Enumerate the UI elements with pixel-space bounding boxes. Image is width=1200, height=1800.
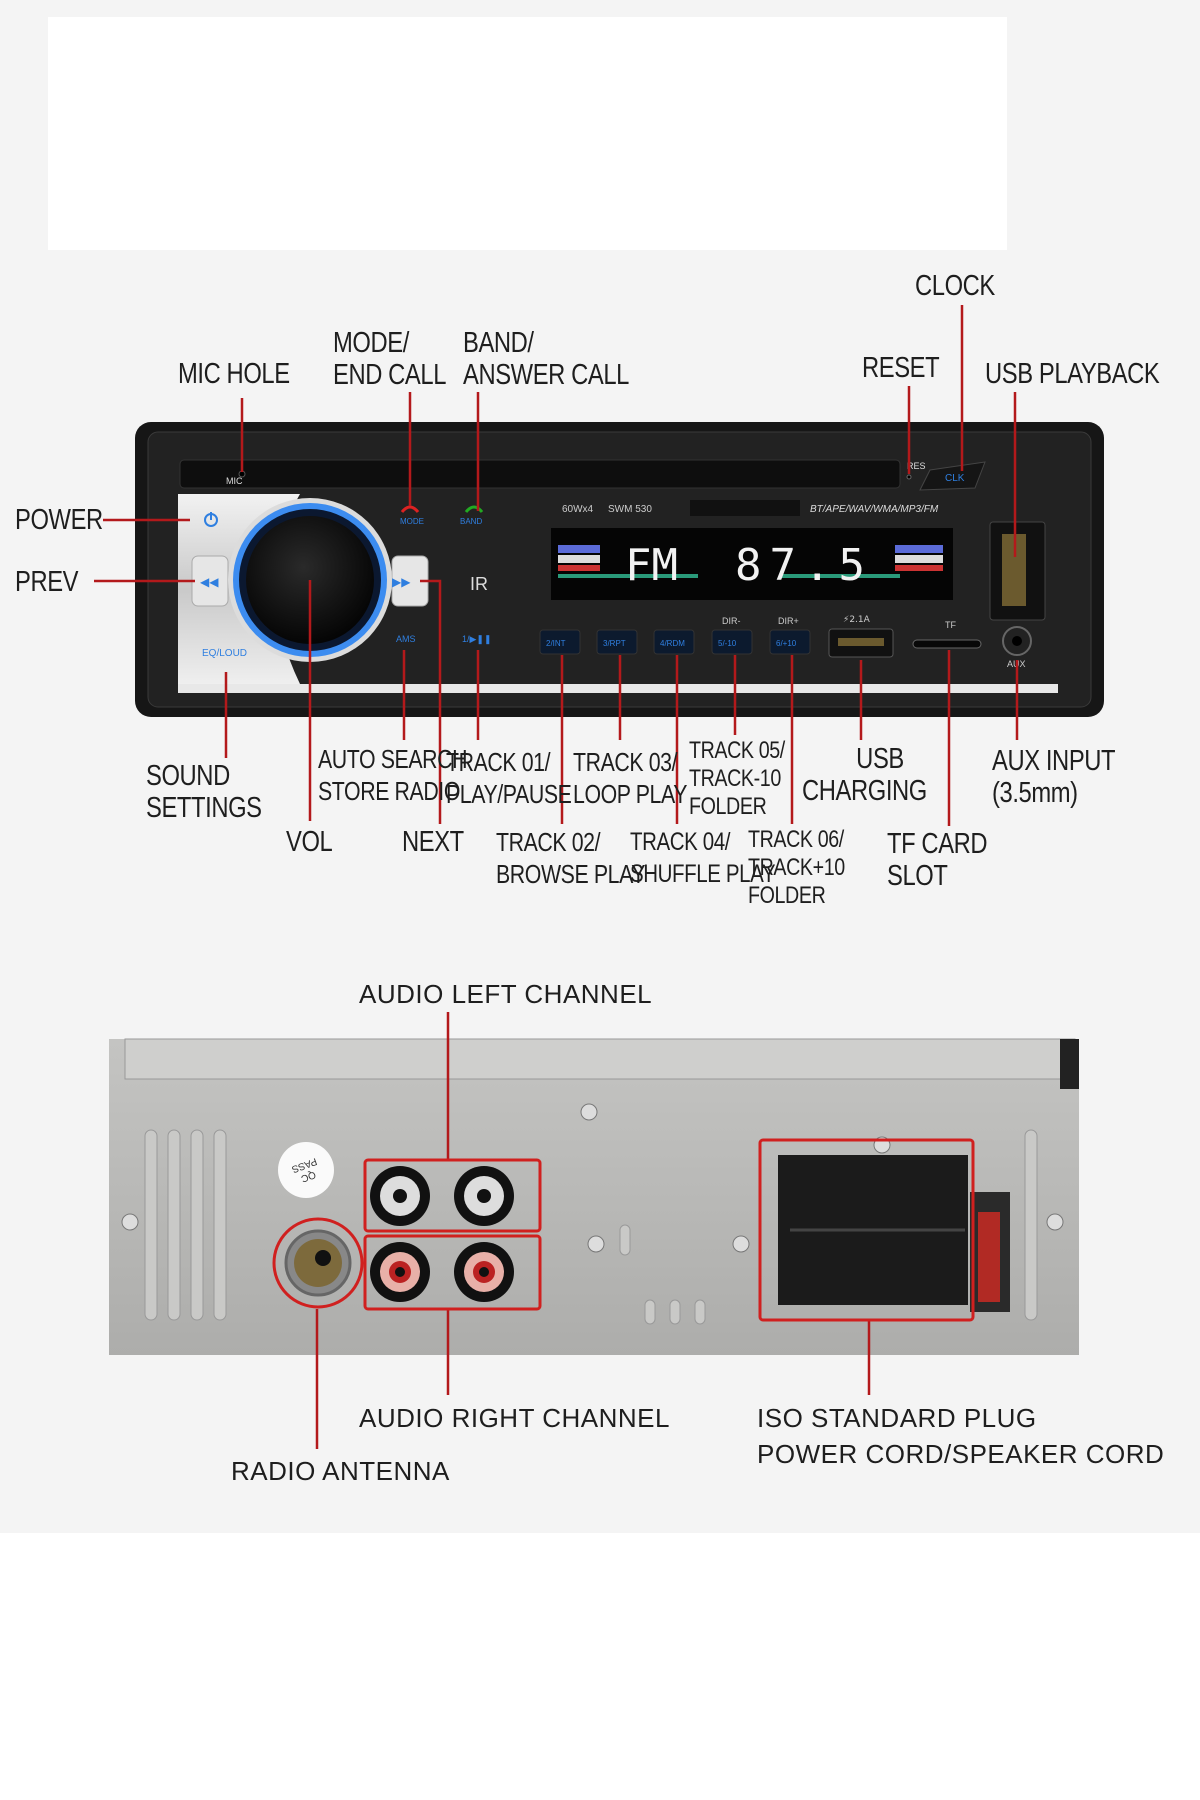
mic-label: MIC <box>226 476 243 486</box>
label-radio-antenna: RADIO ANTENNA <box>231 1456 450 1486</box>
clk-label: CLK <box>945 473 965 484</box>
label-next: NEXT <box>402 826 464 858</box>
clk-button <box>919 461 986 491</box>
eq-loud-label: EQ/LOUD <box>202 648 247 659</box>
lcd-band: FM <box>625 540 678 591</box>
button-6-plus10: 6/+10 <box>776 639 797 648</box>
label-audio-right-channel: AUDIO RIGHT CHANNEL <box>359 1403 670 1433</box>
eq-bars-right <box>780 545 943 578</box>
tf-card-slot <box>912 639 982 649</box>
label-power: POWER <box>15 504 103 536</box>
end-call-icon <box>400 505 420 513</box>
button-5-minus10: 5/-10 <box>718 639 737 648</box>
svg-text:QC: QC <box>299 1168 317 1183</box>
lcd-display <box>551 528 953 600</box>
label-mic-hole: MIC HOLE <box>178 358 290 390</box>
front-trim <box>178 684 1058 693</box>
button-4-rdm: 4/RDM <box>660 639 685 648</box>
tf-label: TF <box>945 620 956 630</box>
preset-buttons <box>539 629 811 655</box>
label-track02: TRACK 02/BROWSE PLAY <box>496 827 646 889</box>
button-2-int: 2/INT <box>546 639 566 648</box>
answer-call-icon <box>464 505 484 513</box>
reset-hole <box>906 474 912 480</box>
disc-slot <box>179 459 901 489</box>
highlight-antenna <box>272 1217 364 1309</box>
label-band-answer-call: BAND/ANSWER CALL <box>463 327 629 391</box>
model-label: SWM 530 <box>608 504 652 515</box>
label-audio-left-channel: AUDIO LEFT CHANNEL <box>359 979 653 1009</box>
dir-plus-label: DIR+ <box>778 616 799 626</box>
res-label: RES <box>907 461 926 471</box>
label-usb-playback: USB PLAYBACK <box>985 358 1160 390</box>
play-pause-label: 1/▶❚❚ <box>462 634 492 645</box>
label-track03: TRACK 03/LOOP PLAY <box>573 747 688 809</box>
ams-label: AMS <box>396 634 416 644</box>
next-icon: ▶▶ <box>392 575 411 589</box>
usb-rating-label: ⚡2.1A <box>843 615 871 625</box>
label-track04: TRACK 04/SHUFFLE PLAY <box>630 828 776 888</box>
power-spec-label: 60Wx4 <box>562 504 594 515</box>
prev-icon: ◀◀ <box>200 575 219 589</box>
rca-jacks-right-channel <box>370 1242 514 1302</box>
highlight-iso-plug <box>758 1138 975 1322</box>
mode-label: MODE <box>400 517 424 526</box>
power-icon <box>204 512 218 527</box>
eq-bars-left <box>558 545 698 578</box>
label-reset: RESET <box>862 352 940 384</box>
highlight-audio-right <box>363 1234 542 1311</box>
lcd-frequency: 87.5 <box>735 540 873 591</box>
label-mode-end-call: MODE/END CALL <box>333 327 447 391</box>
iso-connector <box>778 1155 1010 1312</box>
formats-label: BT/APE/WAV/WMA/MP3/FM <box>810 504 939 515</box>
dir-minus-label: DIR- <box>722 616 741 626</box>
label-prev: PREV <box>15 566 79 598</box>
highlight-audio-left <box>363 1158 542 1233</box>
label-vol: VOL <box>286 826 333 858</box>
label-aux-input: AUX INPUT(3.5mm) <box>992 745 1116 809</box>
band-label: BAND <box>460 517 482 526</box>
antenna-socket <box>284 1229 352 1297</box>
button-3-rpt: 3/RPT <box>603 639 626 648</box>
label-track01: TRACK 01/PLAY/PAUSE <box>446 747 572 809</box>
ir-sensor-label: IR <box>470 574 488 594</box>
qc-pass-sticker: QC PASS <box>278 1142 334 1198</box>
blank-header-area <box>48 17 1007 250</box>
rca-jacks-left-channel <box>370 1166 514 1226</box>
label-clock: CLOCK <box>915 270 995 302</box>
